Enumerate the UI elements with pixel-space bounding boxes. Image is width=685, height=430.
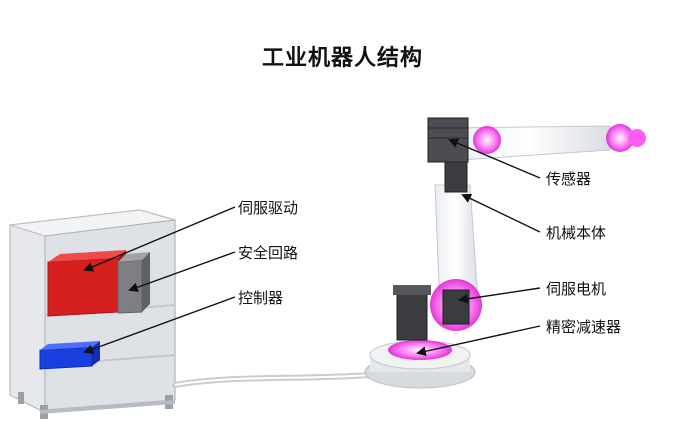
label-sensor: 传感器 xyxy=(546,170,592,188)
servo-drive-block xyxy=(47,250,126,317)
diagram-title: 工业机器人结构 xyxy=(261,46,423,71)
label-controller: 控制器 xyxy=(238,289,284,307)
label-robot-body: 机械本体 xyxy=(546,224,607,242)
label-reducer: 精密减速器 xyxy=(546,318,622,336)
safety-circuit-block xyxy=(117,252,150,314)
robot-base xyxy=(364,340,476,389)
controller-block xyxy=(39,341,100,370)
control-cabinet xyxy=(9,209,176,419)
robot-upper-arm xyxy=(444,124,646,161)
label-safety-circuit: 安全回路 xyxy=(238,244,299,262)
label-servo-motor: 伺服电机 xyxy=(546,280,607,298)
robot-lower-arm xyxy=(430,184,482,331)
label-servo-drive: 伺服驱动 xyxy=(238,199,299,217)
top-sensor-block xyxy=(427,117,469,193)
reducer-highlight xyxy=(388,340,452,360)
leader-lines xyxy=(83,138,541,357)
base-motor xyxy=(393,285,431,341)
